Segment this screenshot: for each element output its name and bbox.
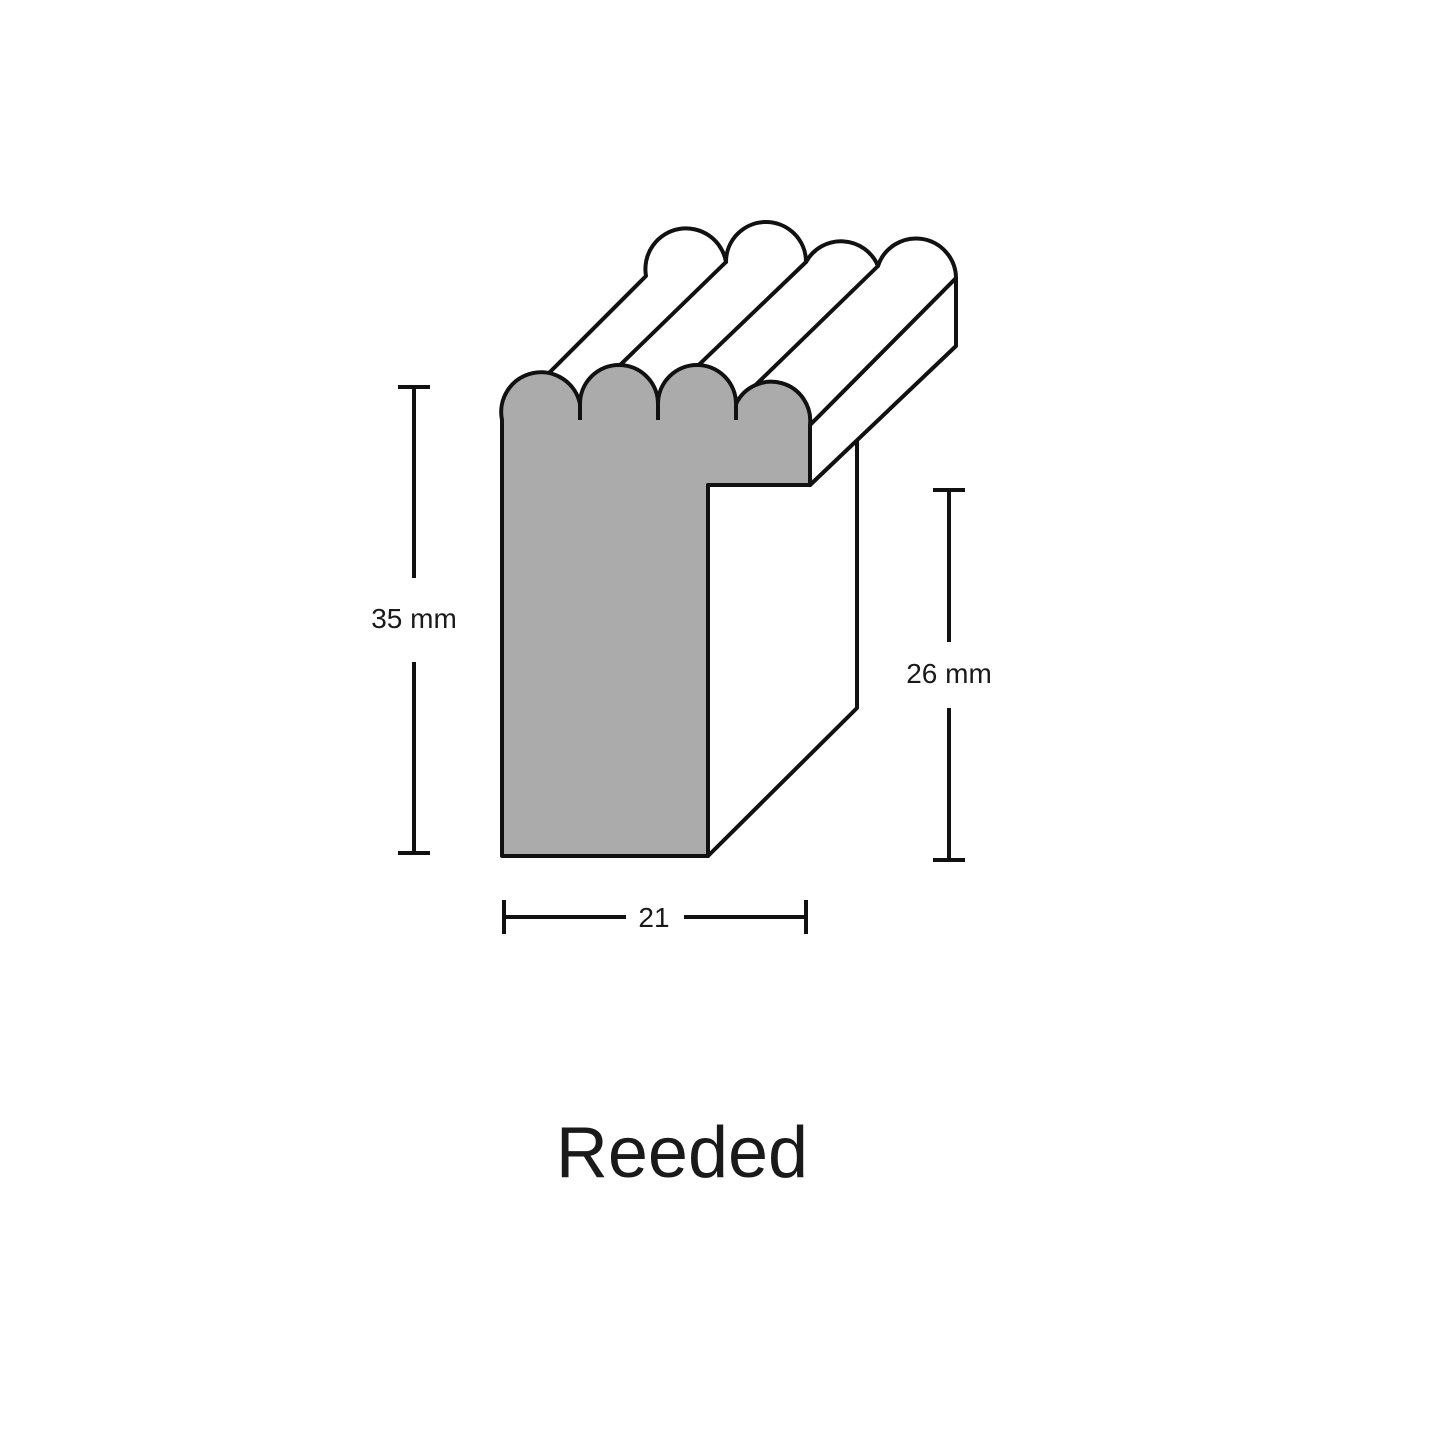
width-dimension [502,900,808,934]
reed-cusps [578,404,738,420]
profile-cross-section [499,363,813,858]
profile-name-title: Reeded [556,1113,808,1193]
width-dimension-label: 21 [638,902,669,933]
rebate-depth-dimension [933,488,965,862]
height-dimension-label: 35 mm [371,603,457,634]
rebate-depth-dimension-label: 26 mm [906,658,992,689]
height-dimension [398,385,430,855]
molding-side-face [706,438,859,858]
reed-ridge-line-3 [734,264,880,406]
